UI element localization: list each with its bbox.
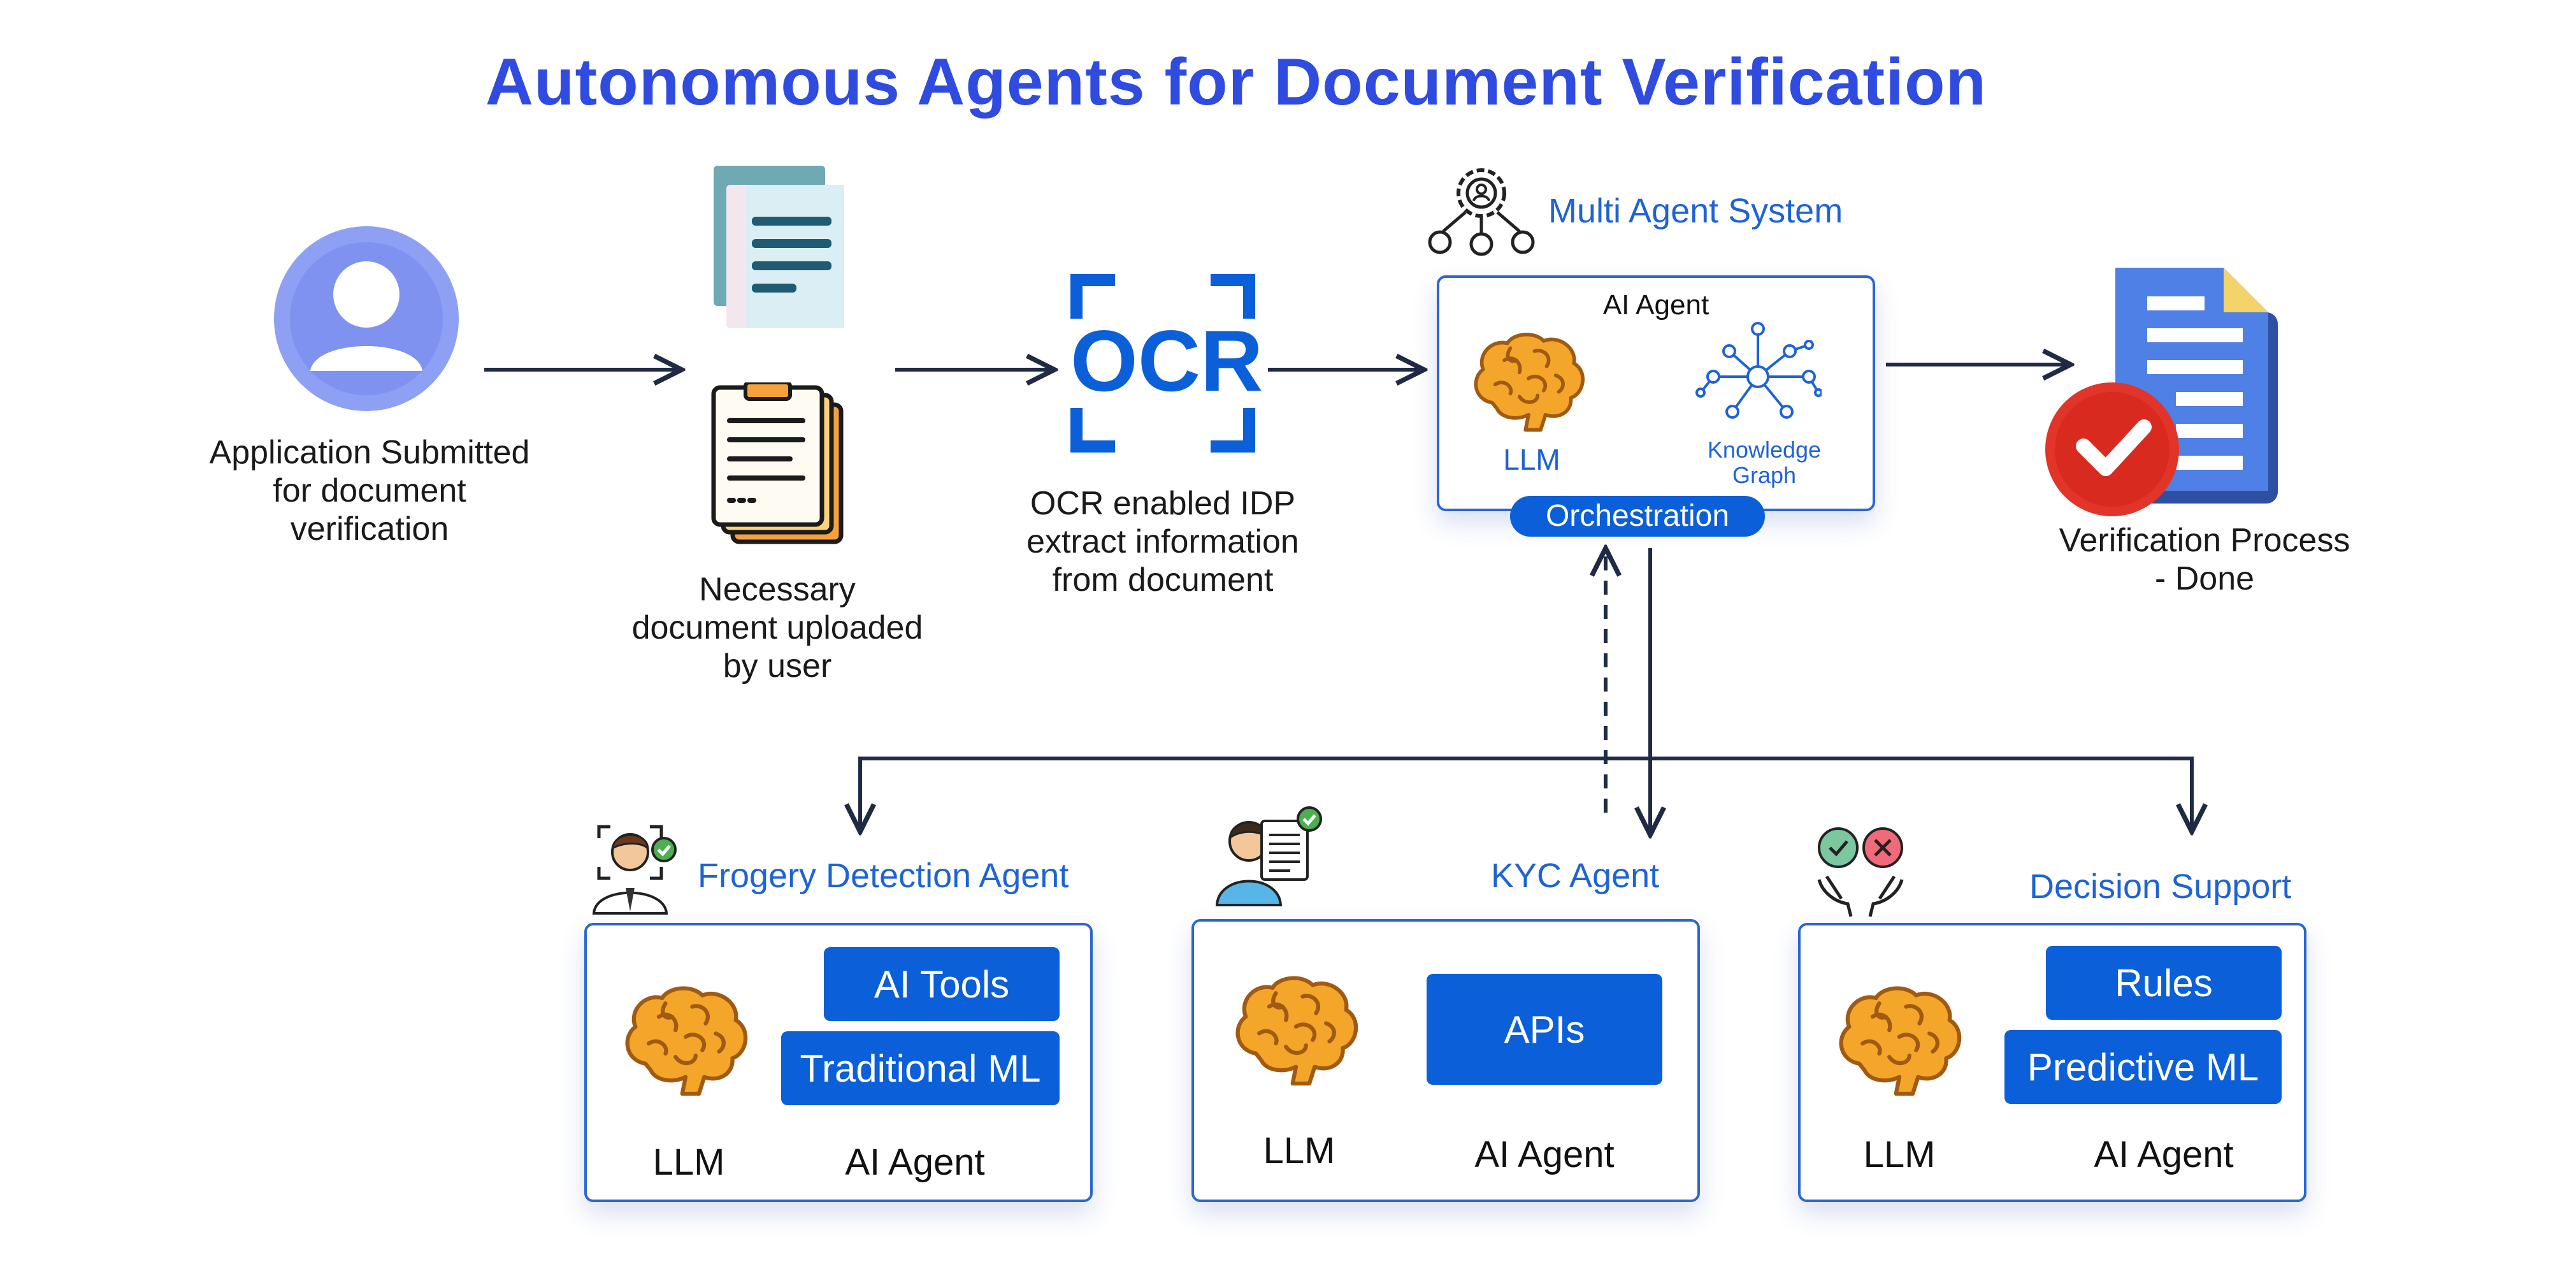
- clipboard-icon: [711, 382, 844, 544]
- knowledge-graph-label-2: Graph: [1732, 462, 1797, 488]
- agent-1-llm-label: LLM: [652, 1142, 725, 1183]
- done-caption-1: Verification Process: [2059, 522, 2350, 559]
- documents-caption-3: by user: [723, 648, 832, 685]
- page-title: Autonomous Agents for Document Verificat…: [485, 45, 1987, 119]
- agent-3-pill-2: Predictive ML: [2004, 1030, 2282, 1104]
- agent-3-llm-label: LLM: [1863, 1134, 1936, 1175]
- document-icon: [714, 166, 844, 328]
- agent-3-agent-label: AI Agent: [2094, 1134, 2234, 1175]
- agent-3-pill-1: Rules: [2046, 946, 2282, 1020]
- agent-2-agent-label: AI Agent: [1474, 1134, 1615, 1175]
- done-caption: Verification Process - Done: [2020, 521, 2389, 598]
- applicant-caption-3: verification: [290, 511, 449, 547]
- documents-caption: Necessary document uploaded by user: [599, 570, 956, 685]
- applicant-caption-1: Application Submitted: [209, 434, 530, 471]
- agent-2-llm-label: LLM: [1263, 1130, 1335, 1171]
- agent-1-pill-1: AI Tools: [824, 947, 1060, 1021]
- kyc-person-document-icon: [1215, 806, 1322, 906]
- verified-document-icon: [2045, 268, 2278, 516]
- agent-2-pill-1: APIs: [1427, 974, 1662, 1085]
- ocr-node: OCR: [1070, 274, 1263, 453]
- forgery-person-icon: [592, 825, 677, 915]
- ocr-icon-text: OCR: [1070, 312, 1263, 409]
- brain-icon: [1468, 329, 1589, 434]
- knowledge-graph-icon: [1695, 322, 1822, 419]
- done-caption-2: - Done: [2154, 560, 2255, 597]
- multi-agent-gear-icon: [1428, 168, 1535, 256]
- ocr-caption-1: OCR enabled IDP: [1030, 485, 1296, 522]
- agent-3-box: Rules Predictive ML LLM AI Agent: [1798, 923, 2306, 1202]
- multi-agent-box: AI Agent LLM Knowledge Graph: [1437, 275, 1875, 511]
- multi-agent-box-title: AI Agent: [1602, 289, 1709, 321]
- agent-3-heading: Decision Support: [2029, 867, 2292, 906]
- agent-1-heading: Frogery Detection Agent: [698, 857, 1069, 895]
- agent-1-pill-2: Traditional ML: [781, 1031, 1060, 1105]
- scan-frame-icon: [1070, 274, 1255, 453]
- brain-icon: [1229, 973, 1363, 1087]
- user-avatar-icon: [274, 226, 459, 411]
- decision-hands-icon: [1817, 827, 1904, 917]
- applicant-caption-2: for document: [273, 472, 466, 509]
- agent-1-box: AI Tools Traditional ML LLM AI Agent: [584, 923, 1093, 1202]
- ocr-caption-3: from document: [1052, 562, 1274, 598]
- ocr-caption-2: extract information: [1026, 523, 1299, 560]
- multi-agent-llm-label: LLM: [1503, 443, 1560, 476]
- applicant-node: Application Submitted for document verif…: [191, 223, 548, 548]
- brain-icon: [1832, 983, 1966, 1098]
- documents-caption-1: Necessary: [699, 571, 856, 608]
- ocr-caption: OCR enabled IDP extract information from…: [981, 484, 1344, 599]
- knowledge-graph-label-1: Knowledge: [1707, 437, 1822, 463]
- agent-1-agent-label: AI Agent: [845, 1142, 985, 1183]
- agent-2-heading: KYC Agent: [1491, 857, 1660, 895]
- agent-2-box: APIs LLM AI Agent: [1191, 919, 1700, 1202]
- knowledge-graph-label: Knowledge Graph: [1685, 437, 1844, 488]
- documents-caption-2: document uploaded: [631, 609, 923, 646]
- multi-agent-heading: Multi Agent System: [1548, 192, 1843, 230]
- brain-icon: [619, 983, 752, 1098]
- orchestration-badge: Orchestration: [1510, 496, 1765, 537]
